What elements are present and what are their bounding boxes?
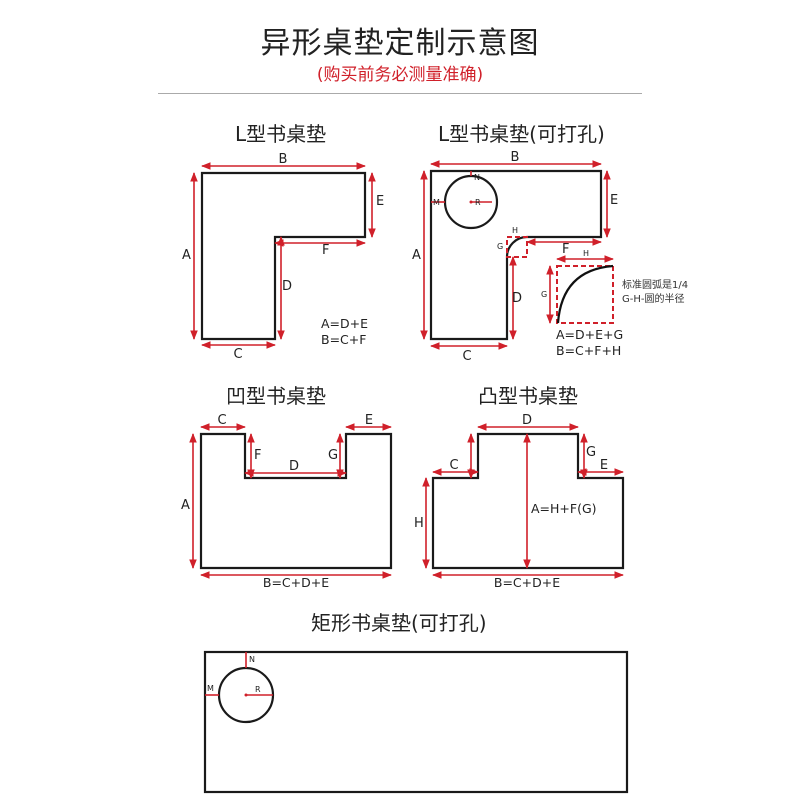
label-n: N bbox=[249, 655, 255, 664]
convex-outline bbox=[431, 432, 625, 570]
label-h: H bbox=[414, 516, 424, 531]
page-subtitle: (购买前务必测量准确) bbox=[316, 65, 484, 85]
formula-2: B=C+F+H bbox=[556, 343, 621, 358]
label-g: G bbox=[328, 448, 338, 463]
concave-diagram: C E A F G D B=C+D+E bbox=[181, 413, 393, 590]
concave-title: 凹型书桌垫 bbox=[226, 384, 326, 408]
title-divider bbox=[158, 93, 642, 94]
formula-2: B=C+F bbox=[321, 332, 366, 347]
label-c: C bbox=[217, 413, 226, 428]
hole-center-dot bbox=[244, 693, 248, 697]
label-f2: F bbox=[562, 242, 569, 257]
note-1: 标准圆弧是1/4 bbox=[622, 278, 688, 291]
l-shape-diagram: B A E F D C A=D+E B=C+F bbox=[182, 152, 384, 362]
arc-detail: H G bbox=[541, 249, 614, 324]
formula-a: A=H+F(G) bbox=[531, 501, 597, 516]
label-g-detail: G bbox=[541, 290, 547, 299]
l-shape-hole-outline bbox=[429, 169, 603, 341]
page-title: 异形桌垫定制示意图 bbox=[260, 26, 540, 61]
l-shape-title: L型书桌垫 bbox=[235, 122, 327, 146]
label-e: E bbox=[376, 194, 384, 209]
rect-hole-title: 矩形书桌垫(可打孔) bbox=[311, 611, 487, 635]
label-b2: B bbox=[511, 150, 520, 165]
label-m: M bbox=[433, 198, 440, 207]
label-g: G bbox=[586, 445, 596, 460]
label-f: F bbox=[322, 243, 329, 258]
label-r: R bbox=[475, 198, 481, 207]
label-c: C bbox=[233, 347, 242, 362]
rect-outline bbox=[203, 650, 629, 794]
label-h: H bbox=[512, 226, 518, 235]
rect-hole-diagram: R M N bbox=[203, 650, 629, 794]
label-m: M bbox=[207, 684, 214, 693]
label-n: N bbox=[474, 173, 480, 182]
corner-box bbox=[506, 236, 528, 258]
label-c2: C bbox=[462, 349, 471, 364]
label-d: D bbox=[282, 279, 292, 294]
convex-diagram: D G C E H A=H+F(G) B=C+D+E bbox=[414, 413, 625, 590]
convex-title: 凸型书桌垫 bbox=[478, 384, 578, 408]
arc-curve bbox=[556, 264, 614, 324]
l-shape-hole-title: L型书桌垫(可打孔) bbox=[438, 122, 605, 146]
label-e: E bbox=[600, 458, 608, 473]
label-h-detail: H bbox=[583, 249, 589, 258]
label-a: A bbox=[182, 248, 191, 263]
hole-center-dot bbox=[469, 200, 473, 204]
label-e: E bbox=[365, 413, 373, 428]
l-shape-hole-diagram: R M N B A E F H G D C H G 标准圆弧是1/4 G-H-圆… bbox=[412, 150, 688, 364]
label-d: D bbox=[289, 459, 299, 474]
label-a2: A bbox=[412, 248, 421, 263]
label-b: B bbox=[279, 152, 288, 167]
formula-1: A=D+E bbox=[321, 316, 368, 331]
label-a: A bbox=[181, 498, 190, 513]
formula-b: B=C+D+E bbox=[263, 575, 329, 590]
l-shape-outline bbox=[200, 171, 367, 341]
formula-1: A=D+E+G bbox=[556, 327, 623, 342]
arc-detail-box bbox=[556, 265, 614, 324]
label-r: R bbox=[255, 685, 261, 694]
label-g: G bbox=[497, 242, 503, 251]
label-f: F bbox=[254, 448, 261, 463]
label-c: C bbox=[449, 458, 458, 473]
concave-outline bbox=[199, 432, 393, 570]
label-e2: E bbox=[610, 193, 618, 208]
label-d: D bbox=[522, 413, 532, 428]
note-2: G-H-圆的半径 bbox=[622, 292, 685, 305]
formula-b: B=C+D+E bbox=[494, 575, 560, 590]
label-d2: D bbox=[512, 291, 522, 306]
